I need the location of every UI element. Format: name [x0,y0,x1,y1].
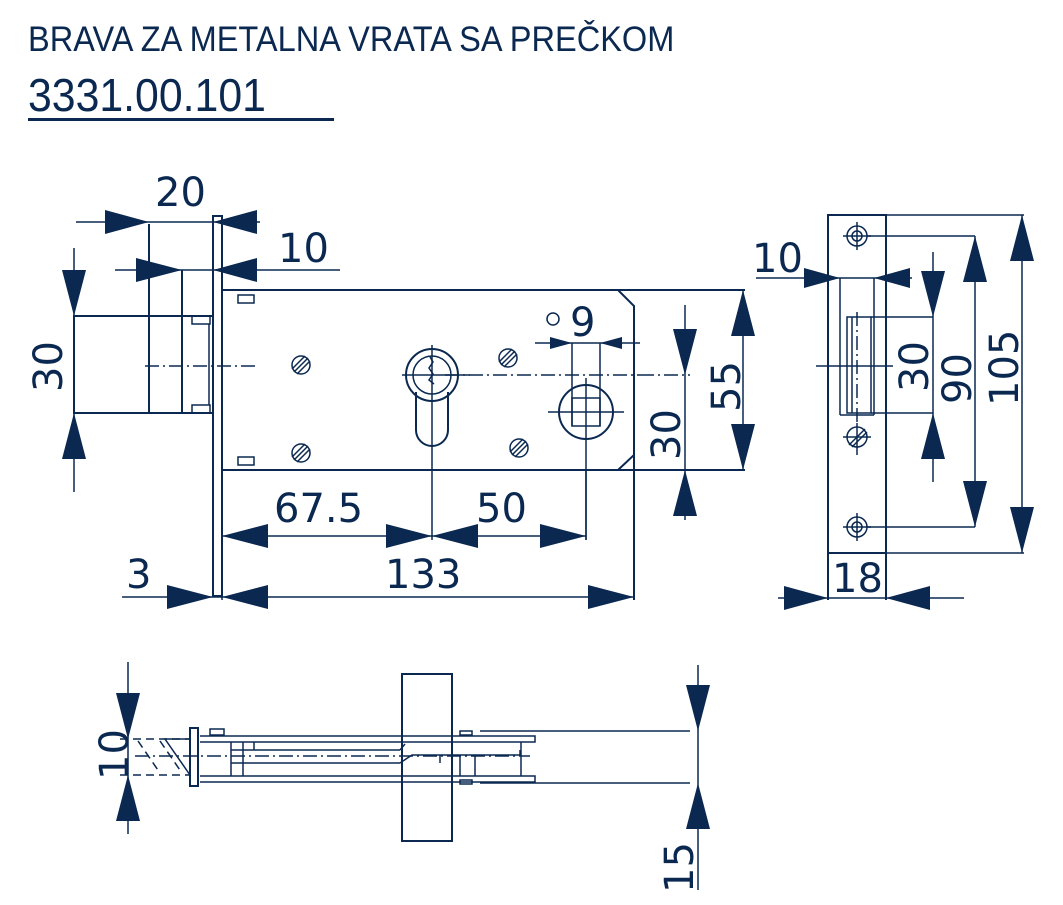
strike-plate-view: 10 30 90 105 18 [752,214,1034,610]
drawing-title: BRAVA ZA METALNA VRATA SA PREČKOM [28,20,675,59]
dim-backset: 67.5 [274,486,363,532]
screw-icon [291,443,311,463]
product-code: 3331.00.101 [28,69,266,121]
dim-plate-height: 105 [982,330,1028,406]
dim-faceplate-thickness: 3 [126,552,151,598]
screw-icon [498,348,518,368]
dim-bolt-width: 10 [278,226,329,272]
top-view: 10 15 [92,662,710,893]
dim-opening-width: 10 [752,236,803,282]
screw-hole-icon [843,513,871,541]
screw-icon [509,438,529,458]
dim-body-depth: 15 [657,842,703,893]
screw-hole-icon [843,222,871,250]
front-view: 20 10 30 9 30 55 67.5 50 [26,170,755,609]
screw-icon [291,355,311,375]
dim-hole-spacing: 90 [935,353,981,404]
cylinder-keyhole-icon [402,345,470,540]
dim-body-length: 133 [385,552,461,598]
dim-spindle-square: 9 [570,300,595,346]
dim-bolt-height: 30 [26,341,72,392]
code-underline [28,118,334,121]
dim-plate-width: 18 [832,556,883,602]
faceplate [212,215,223,597]
dim-center-distance: 50 [476,486,527,532]
dim-faceplate-offset: 20 [155,170,206,216]
faceplate-edge [189,727,199,787]
dim-follower-height: 30 [644,409,690,460]
screw-icon [843,423,871,455]
latch-bolt [73,315,214,414]
dim-body-height: 55 [704,361,750,412]
strike-plate [827,214,887,554]
dim-opening-height: 30 [892,341,938,392]
spindle-bar [401,673,453,842]
dim-bolt-thickness: 10 [92,729,138,780]
